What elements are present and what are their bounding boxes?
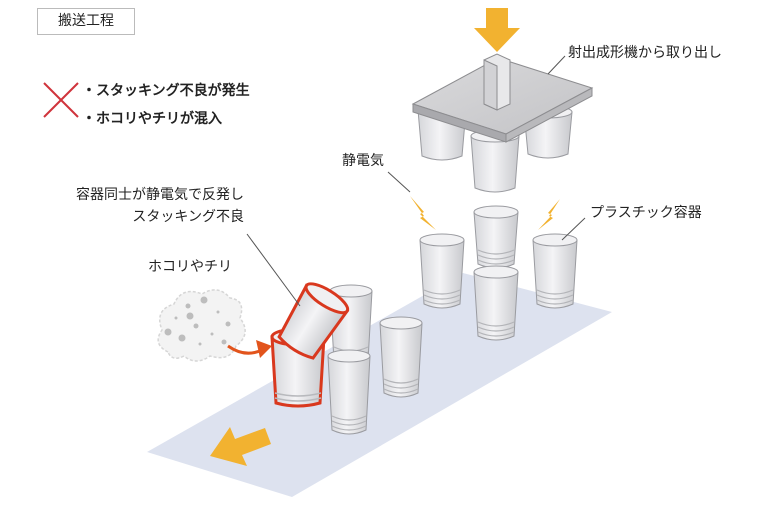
dust-particle [200, 296, 208, 304]
leader-line-repel [246, 233, 301, 307]
leader-line-containers [561, 217, 586, 241]
dust-cloud-icon [157, 289, 246, 362]
dust-particle [221, 339, 227, 345]
cup [327, 349, 371, 435]
dust-particle [186, 312, 194, 320]
cup [473, 265, 519, 341]
leader-line-molding [547, 55, 566, 75]
problem-item-dust: ・ホコリやチリが混入 [82, 111, 222, 127]
label-static: 静電気 [342, 153, 384, 169]
label-dust: ホコリやチリ [148, 259, 232, 275]
dust-particle [198, 342, 202, 346]
dust-particle [225, 321, 231, 327]
dust-particle [174, 316, 178, 320]
down-arrow-icon [474, 8, 520, 52]
label-repel-line2: スタッキング不良 [132, 209, 244, 225]
dust-particle [216, 310, 220, 314]
cup [419, 233, 465, 309]
cup [532, 233, 578, 309]
problem-item-stacking: ・スタッキング不良が発生 [82, 83, 250, 99]
dust-particle [210, 332, 214, 336]
cross-icon [43, 82, 79, 118]
label-containers: プラスチック容器 [590, 205, 702, 221]
lightning-bolt-icon [538, 199, 560, 230]
label-molding: 射出成形機から取り出し [568, 45, 722, 61]
cup [379, 316, 423, 398]
cup [473, 205, 519, 269]
leader-line-static [387, 171, 411, 193]
dust-particle [193, 323, 199, 329]
left-arrow-icon [210, 427, 271, 466]
dust-arrow-head [256, 340, 272, 358]
faulty-stack [270, 282, 350, 408]
lightning-bolt-icon [410, 196, 436, 230]
dust-particle [178, 334, 186, 342]
process-tag: 搬送工程 [37, 8, 135, 35]
dust-particle [164, 328, 172, 336]
molding-plate [411, 53, 594, 193]
cup-group-right [419, 205, 578, 341]
label-repel-line1: 容器同士が静電気で反発し [76, 187, 244, 203]
dust-particle [185, 303, 191, 309]
